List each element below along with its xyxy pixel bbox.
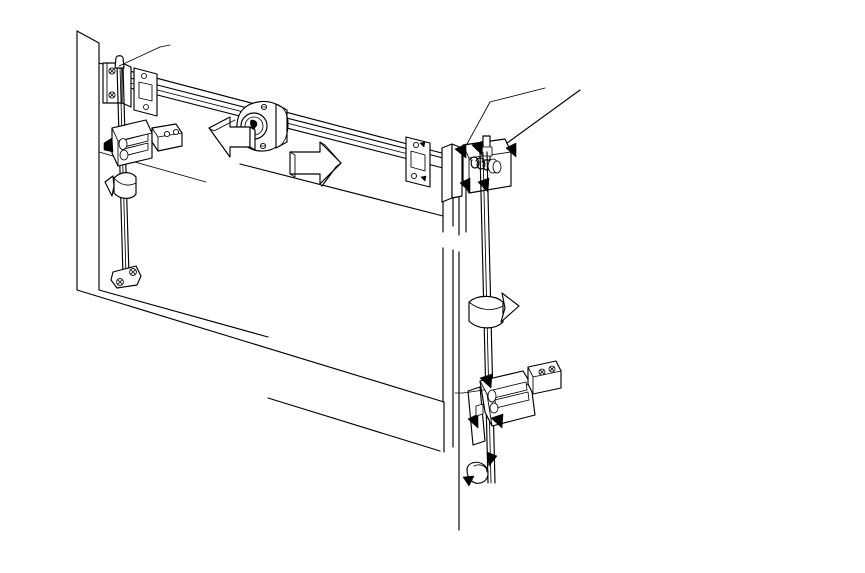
door-panel xyxy=(76,30,454,452)
leader-line-top-right xyxy=(466,101,491,145)
right-latch-keeper xyxy=(467,360,562,446)
left-strike-plate xyxy=(133,67,158,117)
leader-line-lower-right xyxy=(462,389,485,394)
left-rod-guide xyxy=(110,265,142,289)
right-strike-plate xyxy=(405,136,431,188)
leader-line-top-left xyxy=(118,46,161,67)
left-rod-rotation-arrow xyxy=(104,172,137,199)
right-rod-guide xyxy=(462,451,498,487)
left-latch-keeper xyxy=(103,119,183,167)
right-rod-rotation-arrow xyxy=(468,292,520,329)
gearbox xyxy=(441,135,517,203)
left-motion-arrow xyxy=(208,116,256,158)
right-motion-arrow xyxy=(289,141,342,187)
leader-lines xyxy=(118,44,546,394)
